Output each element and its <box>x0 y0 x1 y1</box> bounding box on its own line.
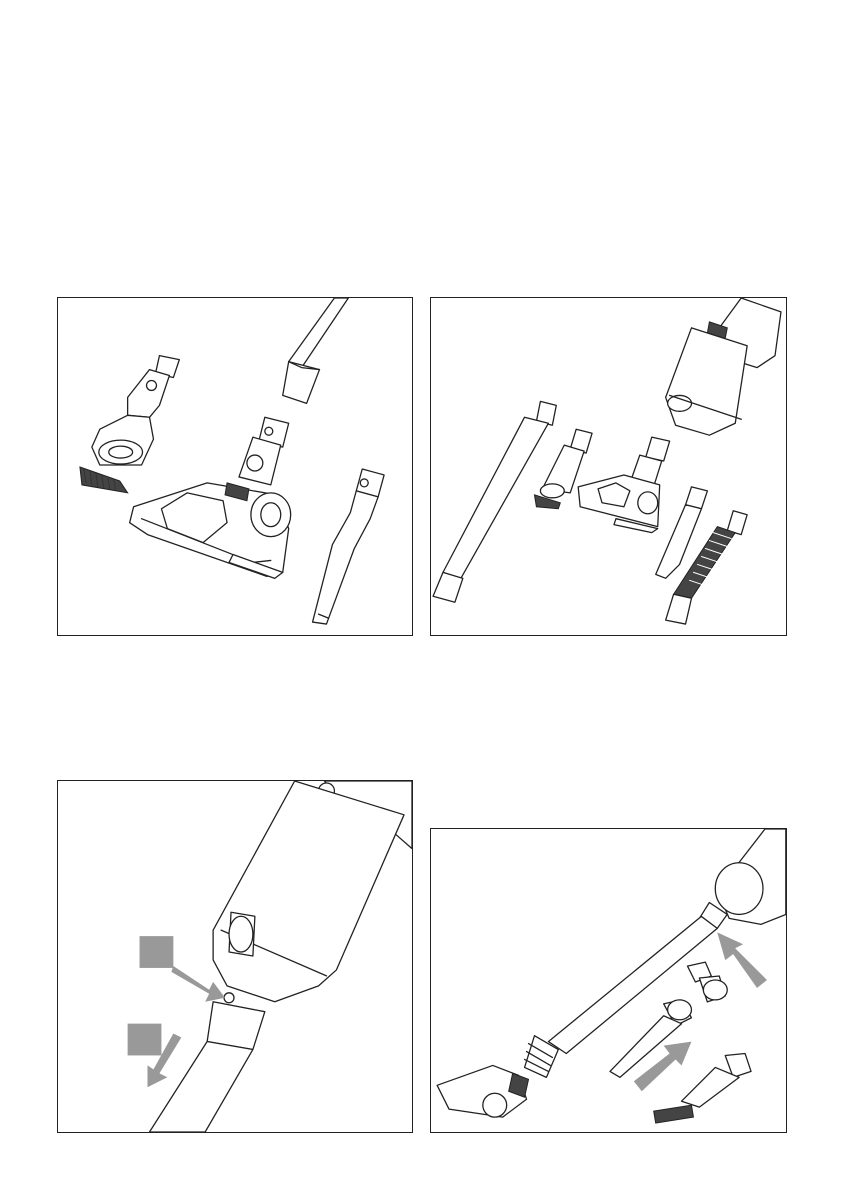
detach-tube-illustration <box>58 781 412 1132</box>
arrow-icon <box>128 1024 182 1088</box>
adapter-icon <box>687 962 727 1002</box>
brush-tool-icon <box>80 356 179 493</box>
figure-accessories <box>57 297 413 636</box>
figure-attach-accessory <box>430 828 787 1133</box>
figure-detach-tube <box>57 780 413 1133</box>
crevice-tool-icon <box>313 469 385 624</box>
attach-accessory-illustration <box>431 829 786 1132</box>
vacuum-body-icon <box>666 298 781 435</box>
arrow-icon <box>717 932 767 988</box>
release-button-icon <box>224 993 234 1003</box>
crevice-tool-icon <box>610 1000 691 1077</box>
floor-brush-icon <box>578 437 669 532</box>
arrow-icon <box>140 936 226 1002</box>
all-parts-illustration <box>431 298 786 635</box>
accessories-illustration <box>58 298 412 635</box>
extension-tube-icon <box>283 298 349 403</box>
floor-brush-icon <box>130 417 291 578</box>
vacuum-body-icon <box>149 781 412 1132</box>
figure-all-parts <box>430 297 787 636</box>
